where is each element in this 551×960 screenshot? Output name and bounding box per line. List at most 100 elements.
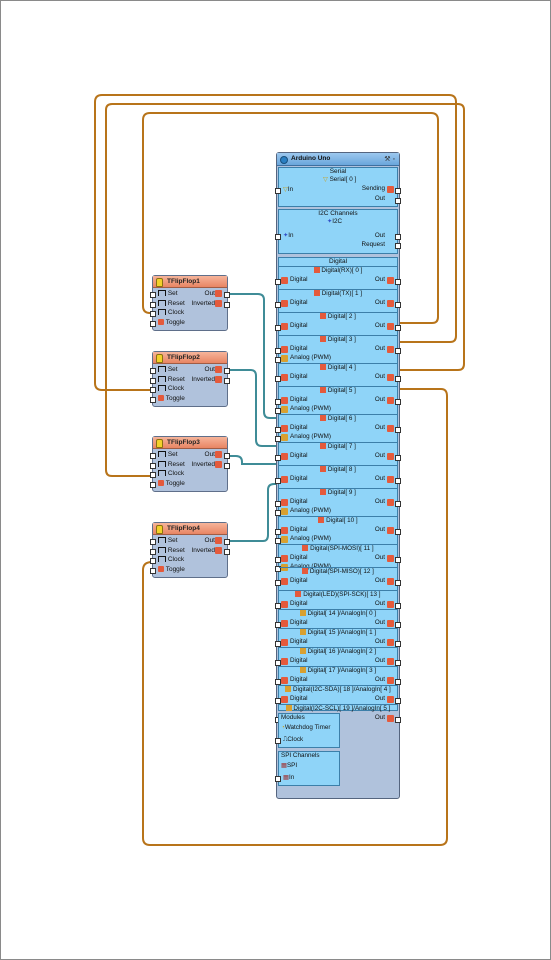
set-input-pin[interactable] <box>150 292 156 298</box>
reset-pin-label: Reset <box>158 375 185 384</box>
digital-output-pin[interactable] <box>395 622 401 628</box>
digital-input-pin[interactable] <box>275 427 281 433</box>
digital-output-pin[interactable] <box>395 455 401 461</box>
arduino-title-bar[interactable]: Arduino Uno ⚒ ◦ <box>277 153 399 166</box>
wrench-icon[interactable]: ⚒ ◦ <box>384 156 395 163</box>
set-input-pin[interactable] <box>150 539 156 545</box>
wire-digital5-to-tflipflop4-clock[interactable] <box>142 388 448 846</box>
digital-output-pin[interactable] <box>395 603 401 609</box>
tflipflop-title-bar[interactable]: TFlipFlop4 <box>153 523 227 535</box>
digital-output-pin[interactable] <box>395 641 401 647</box>
inverted-output-pin[interactable] <box>224 301 230 308</box>
digital-input-pin[interactable] <box>275 641 281 647</box>
reset-input-pin[interactable] <box>150 548 156 555</box>
analog-pwm-pin[interactable] <box>275 566 281 572</box>
wire-tflipflop2-out-to-digital7[interactable] <box>229 369 276 447</box>
reset-input-pin[interactable] <box>150 301 156 308</box>
toggle-input-pin[interactable] <box>150 481 156 488</box>
digital-output-pin[interactable] <box>395 399 401 405</box>
serial-sending-pin[interactable] <box>395 188 401 194</box>
out-output-pin[interactable] <box>224 368 230 374</box>
digital-pin-icon <box>215 366 222 373</box>
digital-input-pin[interactable] <box>275 478 281 484</box>
inverted-output-pin[interactable] <box>224 548 230 555</box>
tflipflop-3[interactable]: TFlipFlop3 Set Reset Clock Toggle Out In… <box>150 436 230 492</box>
i2c-out-pin[interactable] <box>395 234 401 240</box>
clock-input-pin[interactable] <box>150 387 156 393</box>
clock-input-pin[interactable] <box>150 558 156 564</box>
digital-input-pin[interactable] <box>275 376 281 382</box>
serial-out-pin[interactable] <box>395 198 401 204</box>
inverted-output-pin[interactable] <box>224 377 230 384</box>
set-input-pin[interactable] <box>150 453 156 459</box>
digital-input-pin[interactable] <box>275 679 281 685</box>
digital-output-pin[interactable] <box>395 717 401 723</box>
digital-output-pin[interactable] <box>395 679 401 685</box>
digital-output-pin[interactable] <box>395 478 401 484</box>
wire-digital2-to-tflipflop1-clock[interactable] <box>142 112 439 324</box>
analog-pwm-pin[interactable] <box>275 408 281 414</box>
digital-input-pin[interactable] <box>275 698 281 704</box>
digital-input-pin[interactable] <box>275 557 281 563</box>
analog-pwm-pin[interactable] <box>275 357 281 363</box>
out-output-pin[interactable] <box>224 453 230 459</box>
digital-output-pin[interactable] <box>395 698 401 704</box>
i2c-request-pin[interactable] <box>395 243 401 249</box>
tflipflop-title-bar[interactable]: TFlipFlop3 <box>153 437 227 449</box>
out-output-pin[interactable] <box>224 539 230 545</box>
digital-output-pin[interactable] <box>395 376 401 382</box>
out-output-pin[interactable] <box>224 292 230 298</box>
toggle-input-pin[interactable] <box>150 320 156 327</box>
wire-digital3-to-tflipflop2-clock[interactable] <box>94 94 457 391</box>
spi-in-pin[interactable] <box>275 776 281 782</box>
toggle-input-pin[interactable] <box>150 396 156 403</box>
set-input-pin[interactable] <box>150 368 156 374</box>
digital-input-pin[interactable] <box>275 501 281 507</box>
digital-output-pin[interactable] <box>395 501 401 507</box>
digital-input-pin[interactable] <box>275 279 281 285</box>
analog-pwm-pin[interactable] <box>275 510 281 516</box>
wire-tflipflop4-out-to-digital9[interactable] <box>229 483 276 542</box>
analog-pwm-pin[interactable] <box>275 436 281 442</box>
digital-pin-icon <box>387 499 394 506</box>
digital-input-pin[interactable] <box>275 455 281 461</box>
digital-pin-icon <box>387 397 394 404</box>
digital-output-pin[interactable] <box>395 580 401 586</box>
tflipflop-4[interactable]: TFlipFlop4 Set Reset Clock Toggle Out In… <box>150 522 230 578</box>
digital-input-pin[interactable] <box>275 399 281 405</box>
analog-pwm-pin[interactable] <box>275 538 281 544</box>
inverted-output-pin[interactable] <box>224 462 230 469</box>
clock-input-pin[interactable] <box>150 311 156 317</box>
tflipflop-1[interactable]: TFlipFlop1 Set Reset Clock Toggle Out In… <box>150 275 230 331</box>
digital-output-pin[interactable] <box>395 427 401 433</box>
tflipflop-title-bar[interactable]: TFlipFlop2 <box>153 352 227 364</box>
clock-input-pin[interactable] <box>150 472 156 478</box>
wire-tflipflop3-out-to-digital8[interactable] <box>229 455 276 465</box>
reset-input-pin[interactable] <box>150 462 156 469</box>
digital-input-pin[interactable] <box>275 580 281 586</box>
reset-input-pin[interactable] <box>150 377 156 384</box>
digital-output-pin[interactable] <box>395 557 401 563</box>
toggle-input-pin[interactable] <box>150 567 156 574</box>
digital-input-pin[interactable] <box>275 529 281 535</box>
digital-output-pin[interactable] <box>395 529 401 535</box>
digital-input-pin[interactable] <box>275 660 281 666</box>
tflipflop-2[interactable]: TFlipFlop2 Set Reset Clock Toggle Out In… <box>150 351 230 407</box>
digital-input-pin[interactable] <box>275 622 281 628</box>
arduino-uno-component[interactable]: Arduino Uno ⚒ ◦ Serial ▽ Serial[ 0 ] ▽In… <box>275 152 401 799</box>
digital-output-pin[interactable] <box>395 660 401 666</box>
digital-output-pin[interactable] <box>395 325 401 331</box>
digital-input-pin[interactable] <box>275 325 281 331</box>
digital-output-pin[interactable] <box>395 302 401 308</box>
digital-output-pin[interactable] <box>395 348 401 354</box>
wire-tflipflop1-out-to-digital6[interactable] <box>229 293 276 419</box>
tflipflop-title-bar[interactable]: TFlipFlop1 <box>153 276 227 288</box>
digital-input-pin[interactable] <box>275 302 281 308</box>
digital-input-pin[interactable] <box>275 603 281 609</box>
serial-in-pin[interactable] <box>275 188 281 194</box>
digital-input-pin[interactable] <box>275 348 281 354</box>
i2c-in-pin[interactable] <box>275 234 281 240</box>
wire-digital4-to-tflipflop3-clock[interactable] <box>105 103 465 477</box>
watchdog-clock-pin[interactable] <box>275 738 281 744</box>
digital-output-pin[interactable] <box>395 279 401 285</box>
